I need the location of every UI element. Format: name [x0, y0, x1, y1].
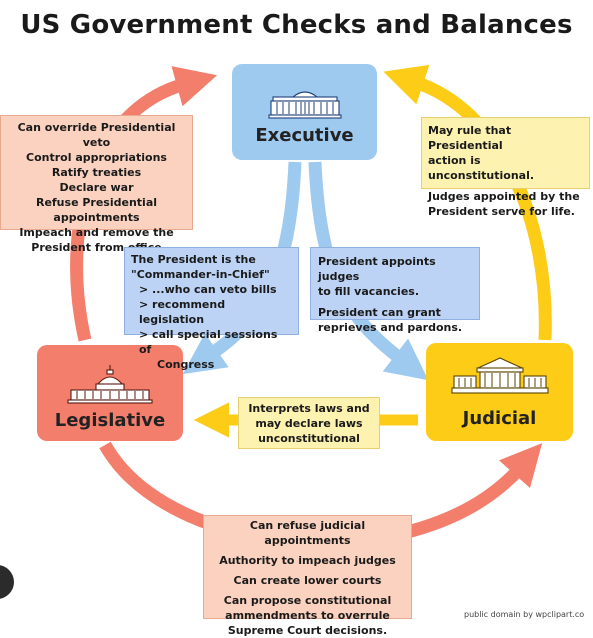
check-item: Supreme Court decisions.	[227, 624, 388, 637]
scroll-button[interactable]	[0, 565, 14, 599]
capitol-icon	[67, 365, 153, 404]
check-item: > recommend legislation	[139, 298, 226, 326]
check-item: to fill vacancies.	[318, 285, 420, 298]
check-item: Can refuse judicial appointments	[249, 519, 366, 547]
check-item: Declare war	[59, 181, 134, 194]
executive-checks-judicial-box: President appoints judges to fill vacanc…	[310, 247, 480, 334]
diagram-title: US Government Checks and Balances	[20, 10, 573, 40]
legislative-checks-judicial-box: Can refuse judicial appointments Authori…	[203, 515, 412, 637]
executive-checks-legislative-box: The President is the "Commander-in-Chief…	[124, 247, 299, 371]
legislative-branch: Legislative	[37, 345, 183, 441]
check-item: President appoints judges	[318, 255, 436, 283]
check-item: Judges appointed by the	[428, 190, 580, 203]
legislative-checks-executive-box: Can override Presidential veto Control a…	[0, 115, 193, 254]
check-item: > call special sessions of	[139, 328, 278, 356]
check-item: ammendments to overrule	[225, 609, 390, 622]
credit-text: public domain by wpclipart.co	[464, 610, 585, 619]
judicial-checks-executive-box: May rule that Presidential action is unc…	[421, 117, 590, 218]
check-item: President serve for life.	[428, 205, 575, 218]
supreme-court-icon	[450, 357, 549, 394]
judicial-checks-legislative-box: Interprets laws and may declare laws unc…	[238, 397, 380, 449]
check-item: action is unconstitutional.	[428, 154, 535, 182]
check-item: May rule that Presidential	[428, 124, 512, 152]
check-item: may declare laws	[255, 417, 363, 430]
check-item: Impeach and remove the	[19, 226, 174, 239]
check-item: unconstitutional	[258, 432, 360, 445]
check-heading: "Commander-in-Chief"	[131, 268, 270, 281]
check-item: Interprets laws and	[248, 402, 370, 415]
check-item: reprieves and pardons.	[318, 321, 463, 334]
judicial-branch: Judicial	[426, 343, 573, 441]
check-heading: The President is the	[131, 253, 256, 266]
executive-label: Executive	[255, 125, 354, 146]
legislative-label: Legislative	[54, 410, 166, 431]
check-item: Congress	[157, 358, 215, 371]
check-item: Control appropriations	[26, 151, 167, 164]
judicial-label: Judicial	[462, 408, 537, 429]
white-house-icon	[267, 91, 342, 119]
check-item: > ...who can veto bills	[139, 283, 277, 296]
executive-branch: Executive	[232, 64, 377, 160]
check-item: Can override Presidential veto	[17, 121, 176, 149]
check-item: Ratify treaties	[51, 166, 142, 179]
check-item: Can create lower courts	[233, 574, 382, 587]
check-item: Authority to impeach judges	[219, 554, 396, 567]
check-item: Can propose constitutional	[223, 594, 392, 607]
check-item: President can grant	[318, 306, 441, 319]
check-item: Refuse Presidential appointments	[35, 196, 158, 224]
